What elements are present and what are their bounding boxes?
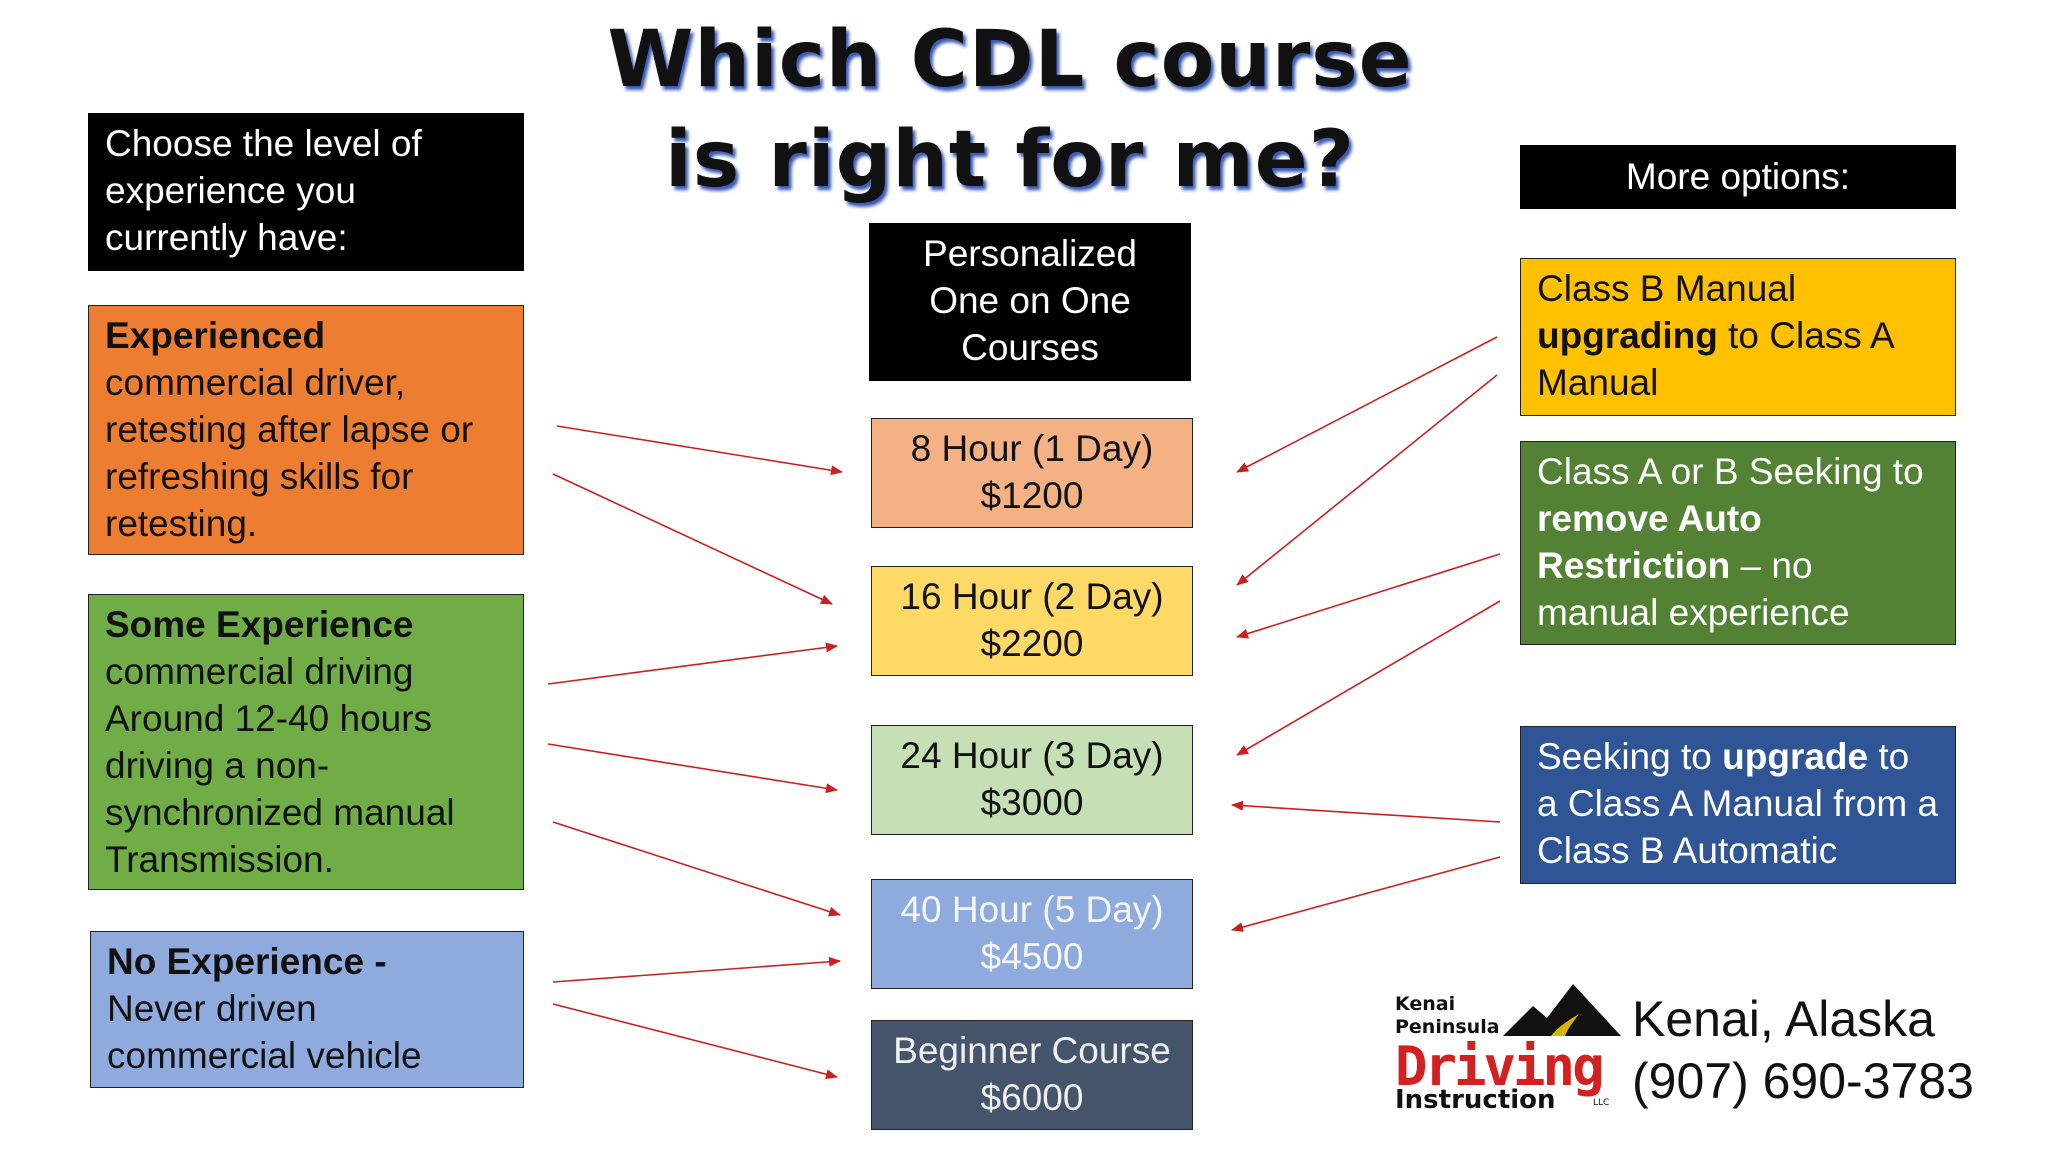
some-experience-label: Some Experience [105,604,414,645]
mountain-icon [1503,984,1621,1036]
more-options-header: More options: [1520,145,1956,209]
no-experience-text: Never driven commercial vehicle [107,988,422,1076]
title-line-2: is right for me? [665,115,1355,205]
some-experience-text: commercial driving Around 12-40 hours dr… [105,651,455,880]
experienced-box: Experienced commercial driver, retesting… [88,305,524,555]
course-name: 8 Hour (1 Day) [910,428,1154,469]
class-b-upgrade-text-1: Class B Manual [1537,268,1797,309]
experienced-label: Experienced [105,315,326,356]
no-experience-box: No Experience - Never driven commercial … [90,931,524,1088]
course-price: $6000 [980,1077,1084,1118]
logo-llc: LLC [1593,1098,1610,1108]
seeking-upgrade-bold: upgrade [1722,736,1869,777]
arrow-seeking-to-40h [1231,856,1501,932]
course-price: $3000 [980,782,1084,823]
arrow-none-to-40h [552,956,841,983]
arrow-seeking-to-24h [1231,800,1501,823]
experience-header: Choose the level of experience you curre… [88,113,524,271]
no-experience-label: No Experience - [107,941,387,982]
course-price: $2200 [980,623,1084,664]
seeking-upgrade-box: Seeking to upgrade to a Class A Manual f… [1520,726,1956,884]
course-8-hour: 8 Hour (1 Day) $1200 [871,418,1193,528]
experience-header-text: Choose the level of experience you curre… [105,123,422,258]
logo-kenai: Kenai [1395,993,1456,1015]
contact-phone: (907) 690-3783 [1632,1053,1974,1109]
class-b-upgrade-box: Class B Manual upgrading to Class A Manu… [1520,258,1956,416]
course-40-hour: 40 Hour (5 Day) $4500 [871,879,1193,989]
contact-city: Kenai, Alaska [1632,991,1935,1047]
courses-header: Personalized One on One Courses [869,223,1191,381]
seeking-upgrade-text-2: to a Class A Manual from a Class B Autom… [1537,736,1939,871]
more-options-text: More options: [1625,156,1851,197]
class-b-upgrade-bold: upgrading [1537,315,1718,356]
courses-header-text: Personalized One on One Courses [923,233,1137,368]
course-16-hour: 16 Hour (2 Day) $2200 [871,566,1193,676]
remove-auto-bold: remove Auto Restriction [1537,498,1762,586]
course-name: 16 Hour (2 Day) [900,576,1164,617]
remove-auto-box: Class A or B Seeking to remove Auto Rest… [1520,441,1956,645]
logo-instruction: Instruction [1395,1085,1556,1115]
course-price: $1200 [980,475,1084,516]
logo-driving: Driving [1395,1035,1605,1098]
class-b-upgrade-text-2: to Class A Manual [1537,315,1893,403]
arrow-classb-to-16h [1236,374,1498,586]
contact-info: Kenai, Alaska (907) 690-3783 [1632,988,1974,1112]
course-24-hour: 24 Hour (3 Day) $3000 [871,725,1193,835]
logo-peninsula: Peninsula [1395,1016,1500,1038]
remove-auto-text-1: Class A or B Seeking to [1537,451,1924,492]
arrow-classb-to-8h [1236,336,1498,473]
course-price: $4500 [980,936,1084,977]
course-name: 24 Hour (3 Day) [900,735,1164,776]
arrow-remove-auto-to-16h [1236,553,1501,639]
page-title: Which CDL course is right for me? [560,10,1460,210]
seeking-upgrade-text-1: Seeking to [1537,736,1723,777]
arrow-none-to-beginner [552,1003,838,1080]
course-name: Beginner Course [893,1030,1171,1071]
arrow-some-to-16h [547,642,838,685]
arrow-some-to-24h [547,743,838,794]
title-line-1: Which CDL course [607,15,1413,105]
company-logo: Kenai Peninsula Driving Instruction LLC [1395,980,1621,1115]
arrow-remove-auto-to-24h [1236,600,1501,756]
arrow-experienced-to-16h [552,473,833,605]
arrow-experienced-to-8h [556,425,843,476]
course-name: 40 Hour (5 Day) [900,889,1164,930]
remove-auto-text-2: – no manual experience [1537,545,1850,633]
arrow-some-to-40h [552,821,841,917]
experienced-text: commercial driver, retesting after lapse… [105,362,474,544]
course-beginner: Beginner Course $6000 [871,1020,1193,1130]
some-experience-box: Some Experience commercial driving Aroun… [88,594,524,890]
